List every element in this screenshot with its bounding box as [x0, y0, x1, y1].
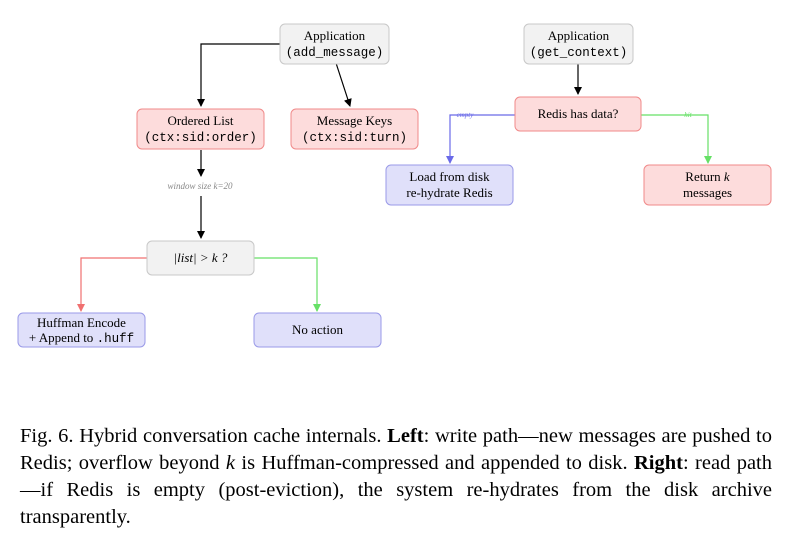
figure-caption: Fig. 6. Hybrid conversation cache intern…	[20, 423, 772, 531]
edge-redis-hit-to-return	[641, 114, 712, 164]
caption-mid-text: is Huffman-compressed and appended to di…	[235, 452, 634, 474]
return-label: Return	[685, 169, 724, 184]
no-action-label: No action	[292, 322, 343, 337]
node-application-add-message: Application (add_message)	[279, 23, 390, 65]
message-keys-label: Message Keys	[317, 113, 392, 128]
caption-k: k	[225, 452, 235, 474]
node-application-get-context: Application (get_context)	[523, 23, 634, 65]
edge-app-to-ordered-list	[197, 43, 280, 107]
huffman-append-text: + Append to	[29, 330, 97, 345]
edge-app-to-message-keys	[335, 62, 352, 107]
node-ordered-list: Ordered List (ctx:sid:order)	[136, 108, 265, 150]
caption-left-text: : write path—new messages are pushed to …	[20, 425, 772, 474]
app-right-label: Application	[548, 28, 610, 43]
return-line-1: Return k	[685, 169, 730, 184]
edge-redis-empty-to-load	[446, 114, 515, 164]
cache-diagram: Application (add_message) Ordered List (…	[17, 23, 772, 348]
caption-right-text: : read path—if Redis is empty (post-evic…	[20, 452, 772, 528]
huffman-append-line: + Append to .huff	[29, 330, 134, 346]
node-huffman-encode: Huffman Encode + Append to .huff	[17, 312, 146, 348]
hit-edge-label: hit	[684, 111, 692, 119]
window-size-label: window size k=20	[167, 181, 233, 191]
huffman-file-ext: .huff	[97, 332, 135, 346]
node-return-k-messages: Return k messages	[643, 164, 772, 206]
caption-prefix: Fig. 6. Hybrid conversation cache intern…	[20, 425, 388, 447]
load-label-2: re-hydrate Redis	[406, 185, 492, 200]
load-label-1: Load from disk	[409, 169, 490, 184]
app-label: Application	[304, 28, 366, 43]
edge-decision-to-no-action	[254, 257, 321, 312]
ordered-list-label: Ordered List	[167, 113, 233, 128]
node-load-from-disk: Load from disk re-hydrate Redis	[385, 164, 514, 206]
return-label-2: messages	[683, 185, 732, 200]
empty-edge-label: empty	[457, 111, 475, 119]
redis-check-label: Redis has data?	[538, 106, 619, 121]
app-right-function: (get_context)	[530, 46, 628, 60]
ordered-list-key: (ctx:sid:order)	[144, 131, 257, 145]
caption-left-bold: Left	[387, 425, 424, 447]
caption-right-bold: Right	[633, 452, 683, 474]
node-no-action: No action	[253, 312, 382, 348]
app-function: (add_message)	[286, 46, 384, 60]
huffman-label: Huffman Encode	[37, 315, 126, 330]
message-keys-key: (ctx:sid:turn)	[302, 131, 407, 145]
decision-label: |list| > k ?	[174, 250, 228, 265]
edge-decision-to-huffman	[77, 257, 147, 312]
node-message-keys: Message Keys (ctx:sid:turn)	[290, 108, 419, 150]
node-redis-has-data: Redis has data?	[514, 96, 642, 132]
node-decision-list-gt-k: |list| > k ?	[146, 240, 255, 276]
return-k: k	[724, 169, 730, 184]
